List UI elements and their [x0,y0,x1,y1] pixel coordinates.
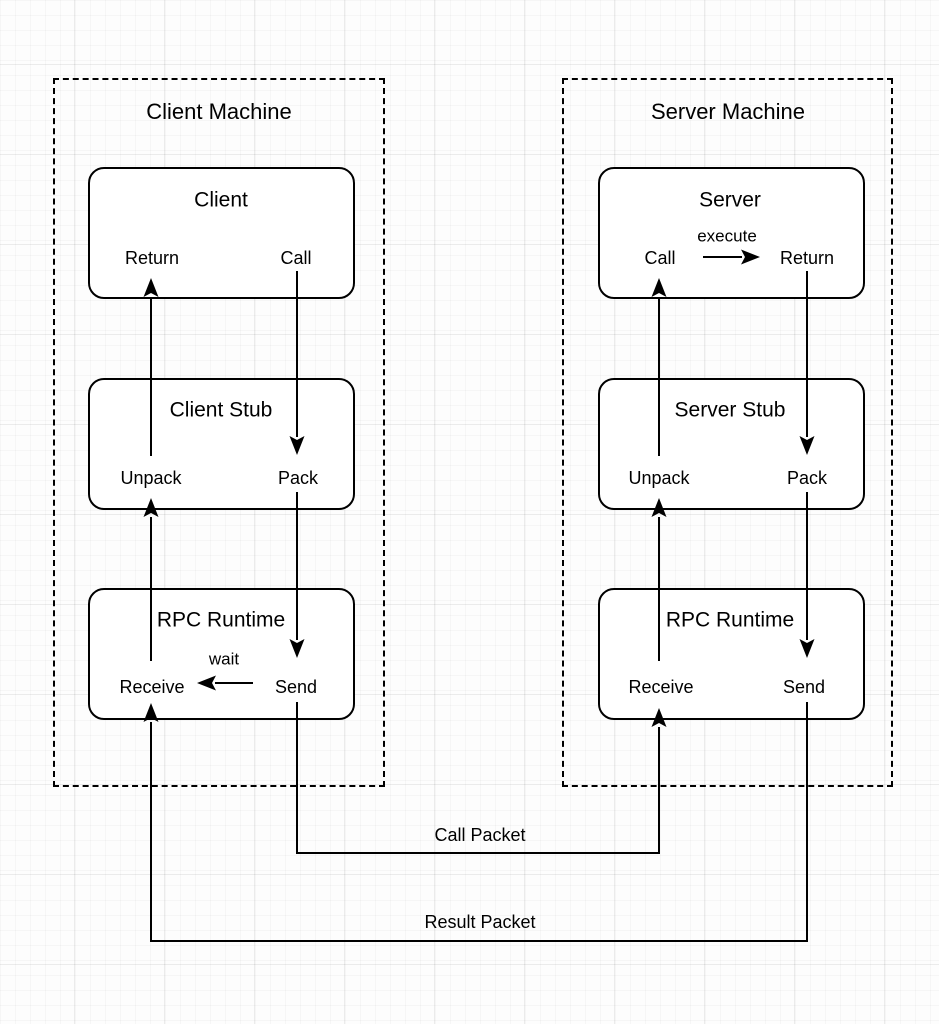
client-unpack-label: Unpack [120,468,182,488]
client-stub-box [88,378,355,510]
wait-label: wait [208,649,240,669]
server-machine-title: Server Machine [650,99,806,124]
client-box [88,167,355,299]
client-box-title: Client [194,188,248,212]
client-call-label: Call [280,248,312,268]
server-rpc-runtime-title: RPC Runtime [665,608,795,632]
execute-label: execute [697,226,757,246]
server-receive-label: Receive [628,677,694,697]
server-stub-title: Server Stub [674,398,786,422]
client-receive-label: Receive [119,677,185,697]
client-rpc-runtime-title: RPC Runtime [156,608,286,632]
server-pack-label: Pack [786,468,828,488]
server-rpc-runtime-box [598,588,865,720]
call-packet-label: Call Packet [434,825,526,845]
result-packet-label: Result Packet [424,912,536,932]
server-unpack-label: Unpack [628,468,690,488]
server-box-title: Server [699,188,761,212]
client-send-label: Send [274,677,318,697]
client-stub-title: Client Stub [169,398,273,422]
client-pack-label: Pack [277,468,319,488]
client-return-label: Return [124,248,180,268]
server-box [598,167,865,299]
server-return-label: Return [779,248,835,268]
server-stub-box [598,378,865,510]
client-machine-title: Client Machine [146,99,292,124]
server-call-label: Call [644,248,676,268]
client-rpc-runtime-box [88,588,355,720]
server-send-label: Send [782,677,826,697]
